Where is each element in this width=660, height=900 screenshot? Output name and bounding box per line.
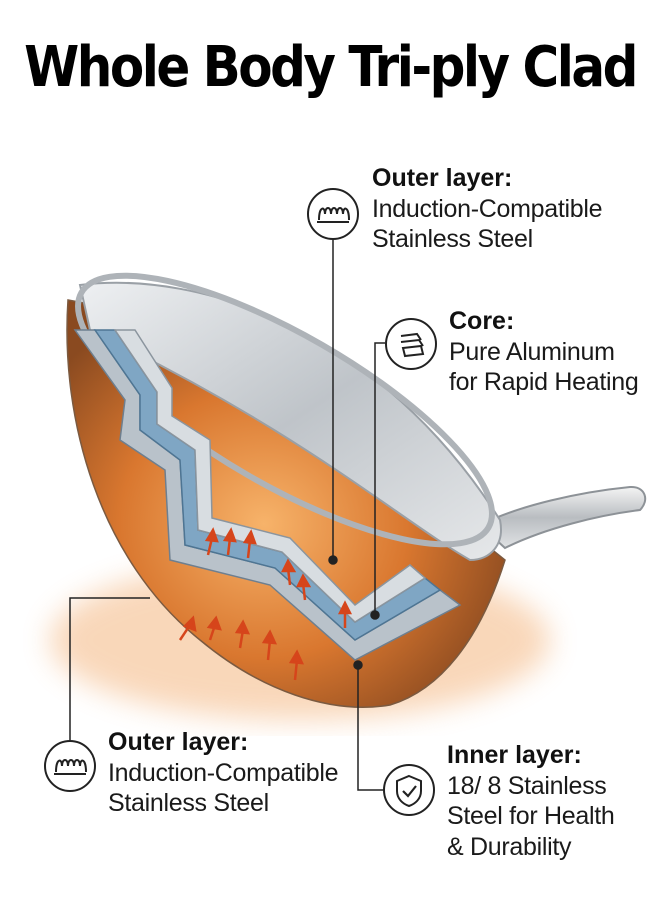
heat-arrow <box>295 573 312 601</box>
leader-outer-bottom <box>69 597 150 740</box>
pan-handle <box>478 485 647 550</box>
pan-rim <box>75 272 495 548</box>
callout-core: Core: Pure Aluminum for Rapid Heating <box>449 306 639 398</box>
coil-icon <box>44 740 96 792</box>
heat-arrow <box>261 629 278 661</box>
leader-lines <box>69 238 385 791</box>
callout-line: Induction-Compatible <box>108 758 339 787</box>
heat-arrow <box>280 558 297 586</box>
callout-line: Induction-Compatible <box>372 194 603 223</box>
shield-check-icon <box>383 764 435 816</box>
callout-line: Steel for Health <box>447 802 615 830</box>
callout-line: 18/ 8 Stainless <box>447 771 607 800</box>
callout-line: Pure Aluminum <box>449 337 615 366</box>
callout-heading: Outer layer: <box>372 164 513 192</box>
aluminum-layers-icon <box>385 318 437 370</box>
page-title: Whole Body Tri-ply Clad <box>24 34 638 100</box>
heat-arrow <box>288 649 305 681</box>
callout-heading: Core: <box>449 307 515 335</box>
leader-inner <box>357 665 383 791</box>
leader-core <box>374 342 385 615</box>
callout-line: Stainless Steel <box>108 789 269 817</box>
layer-inner-steel <box>113 329 427 623</box>
callout-line: & Durability <box>447 832 572 861</box>
callout-outer-layer-bottom: Outer layer: Induction-Compatible Stainl… <box>108 727 339 819</box>
heat-arrow <box>222 527 237 556</box>
heat-arrow <box>204 527 219 556</box>
heat-arrow <box>234 619 251 649</box>
heat-arrows <box>178 527 353 681</box>
callout-heading: Outer layer: <box>108 728 249 756</box>
callout-heading: Inner layer: <box>447 741 582 769</box>
callout-outer-layer-top: Outer layer: Induction-Compatible Stainl… <box>372 163 603 255</box>
coil-icon <box>307 188 359 240</box>
callout-line: Stainless Steel <box>372 225 533 253</box>
callout-line: for Rapid Heating <box>449 368 639 396</box>
heat-arrow <box>242 529 257 559</box>
heat-arrow <box>337 600 353 628</box>
heat-arrow <box>206 615 222 641</box>
heat-arrow <box>178 615 197 641</box>
callout-inner-layer: Inner layer: 18/ 8 Stainless Steel for H… <box>447 740 615 862</box>
